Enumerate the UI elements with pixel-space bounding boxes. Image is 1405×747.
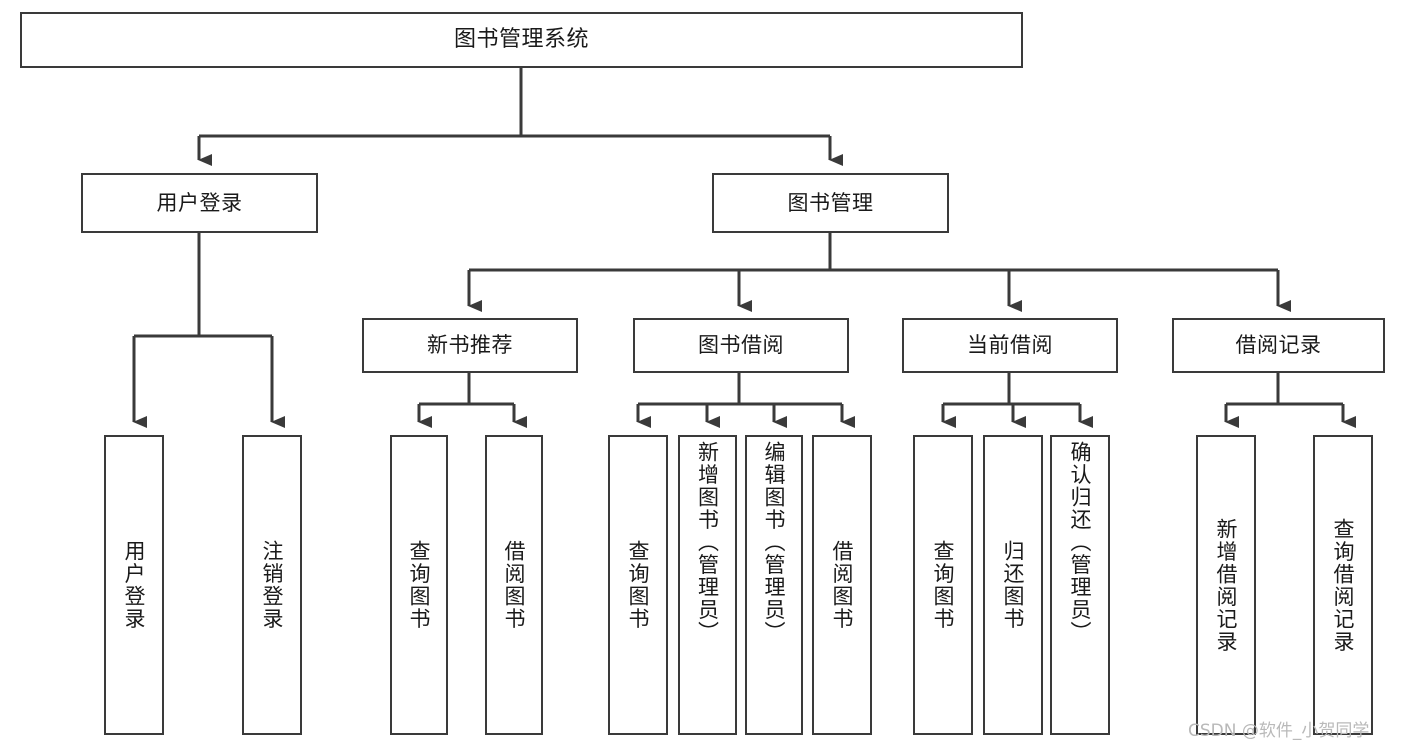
node-label: 借阅记录 xyxy=(1235,333,1322,358)
node-label: 图书管理系统 xyxy=(453,27,589,53)
node-label: 新书推荐 xyxy=(427,333,513,358)
node-leaf-return-book[interactable]: 归还图书 xyxy=(983,435,1043,735)
node-label: 用户登录 xyxy=(122,540,147,630)
node-leaf-borrow-book[interactable]: 借阅图书 xyxy=(812,435,872,735)
node-leaf-borrow-book-recommend[interactable]: 借阅图书 xyxy=(485,435,543,735)
node-label: 确认归还（管理员） xyxy=(1068,441,1093,644)
node-label: 新增借阅记录 xyxy=(1214,517,1239,653)
node-current-borrow[interactable]: 当前借阅 xyxy=(902,318,1118,373)
node-label: 编辑图书（管理员） xyxy=(762,441,787,644)
node-label: 新增图书（管理员） xyxy=(695,441,720,644)
node-leaf-add-book-admin[interactable]: 新增图书（管理员） xyxy=(678,435,737,735)
node-borrow-record[interactable]: 借阅记录 xyxy=(1172,318,1385,373)
node-leaf-query-book-recommend[interactable]: 查询图书 xyxy=(390,435,448,735)
node-label: 注销登录 xyxy=(260,540,285,630)
node-leaf-edit-book-admin[interactable]: 编辑图书（管理员） xyxy=(745,435,803,735)
node-new-book-recommendation[interactable]: 新书推荐 xyxy=(362,318,578,373)
node-leaf-add-borrow-record[interactable]: 新增借阅记录 xyxy=(1196,435,1256,735)
node-label: 查询图书 xyxy=(626,540,651,630)
node-label: 图书借阅 xyxy=(698,333,784,358)
csdn-watermark: CSDN @软件_小贺同学 xyxy=(1188,721,1370,741)
node-label: 查询图书 xyxy=(931,540,956,630)
node-user-login[interactable]: 用户登录 xyxy=(81,173,318,233)
node-leaf-query-borrow-record[interactable]: 查询借阅记录 xyxy=(1313,435,1373,735)
node-leaf-logout[interactable]: 注销登录 xyxy=(242,435,302,735)
node-leaf-confirm-return-admin[interactable]: 确认归还（管理员） xyxy=(1050,435,1110,735)
node-label: 借阅图书 xyxy=(502,540,527,630)
node-label: 当前借阅 xyxy=(967,333,1053,358)
node-label: 查询图书 xyxy=(407,540,432,630)
node-root-book-management-system[interactable]: 图书管理系统 xyxy=(20,12,1023,68)
node-label: 借阅图书 xyxy=(830,540,855,630)
node-leaf-query-book-borrow[interactable]: 查询图书 xyxy=(608,435,668,735)
node-leaf-query-book-current[interactable]: 查询图书 xyxy=(913,435,973,735)
node-book-management[interactable]: 图书管理 xyxy=(712,173,949,233)
node-label: 查询借阅记录 xyxy=(1331,517,1356,653)
node-book-borrow[interactable]: 图书借阅 xyxy=(633,318,849,373)
node-leaf-user-login[interactable]: 用户登录 xyxy=(104,435,164,735)
node-label: 归还图书 xyxy=(1001,540,1026,630)
node-label: 图书管理 xyxy=(787,190,874,215)
node-label: 用户登录 xyxy=(156,190,243,215)
